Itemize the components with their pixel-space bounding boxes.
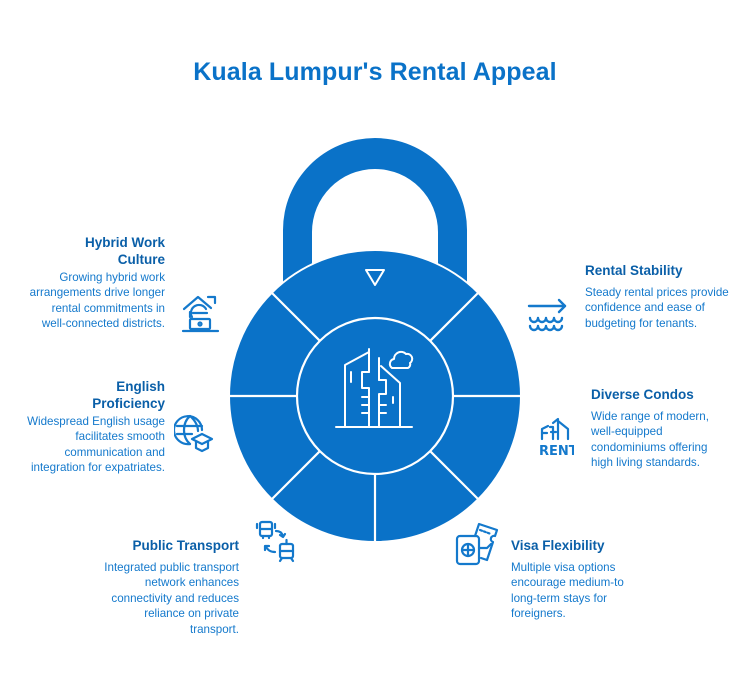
globe-graduation-cap-icon [174,414,214,453]
item-rental-stability: Rental Stability Steady rental prices pr… [585,262,730,331]
item-description: Multiple visa options encourage medium-t… [511,561,624,621]
item-description: Wide range of modern, well-equipped cond… [591,410,709,470]
page-title: Kuala Lumpur's Rental Appeal [193,58,557,86]
home-laptop-icon [181,295,220,333]
building-rent-icon: RENT [539,417,574,459]
item-heading: Diverse Condos [591,387,694,402]
svg-text:RENT: RENT [539,444,574,459]
item-public-transport: Public Transport Integrated public trans… [99,537,239,637]
item-description: Widespread English usage facilitates smo… [27,415,165,475]
bus-train-transfer-icon [255,520,295,563]
item-heading: Rental Stability [585,263,683,278]
segment-dividers [229,292,521,542]
city-buildings-cloud-icon [335,348,414,428]
down-triangle-icon [365,269,385,286]
arrow-over-waves-icon [527,298,567,332]
item-description: Steady rental prices provide confidence … [585,286,729,330]
item-visa-flexibility: Visa Flexibility Multiple visa options e… [511,537,651,622]
item-description: Integrated public transport network enha… [104,561,239,636]
padlock-inner-circle [295,316,455,476]
item-heading: Public Transport [132,538,239,553]
padlock-shackle [283,138,467,300]
item-diverse-condos: Diverse Condos Wide range of modern, wel… [591,386,711,471]
passport-ticket-icon [455,522,499,566]
item-description: Growing hybrid work arrangements drive l… [29,271,165,331]
item-heading: Visa Flexibility [511,538,605,553]
